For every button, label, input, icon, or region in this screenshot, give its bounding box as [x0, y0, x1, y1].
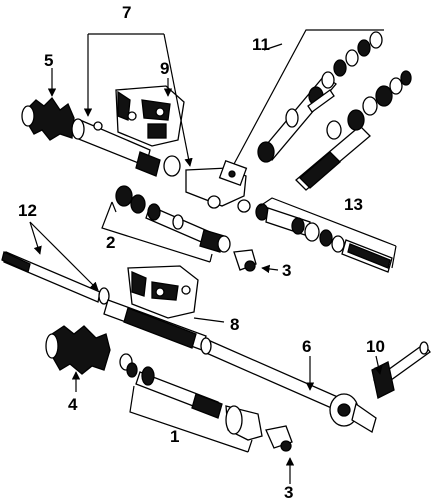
callout-5: 5 — [44, 51, 53, 70]
part-4-boot — [45, 325, 111, 375]
part-8-bracket — [127, 265, 225, 323]
part-3-fitting-upper — [233, 249, 257, 272]
callout-3-upper: 3 — [282, 261, 291, 280]
part-11-pinion-valve — [257, 31, 412, 191]
part-12-tie-rod — [1, 251, 110, 305]
part-5-boot — [21, 96, 75, 141]
leader-lines — [29, 29, 397, 484]
part-9-bracket — [115, 85, 185, 147]
callout-10: 10 — [366, 337, 385, 356]
callout-3-lower: 3 — [284, 483, 293, 500]
callout-7: 7 — [122, 3, 131, 22]
rack-shaft — [103, 299, 341, 411]
part-6-tie-rod-end — [329, 393, 377, 433]
callout-12: 12 — [18, 201, 37, 220]
part-7-gear-housing — [71, 118, 251, 213]
part-1-inner-tie-rod — [119, 353, 263, 441]
part-3-fitting-lower — [265, 425, 293, 452]
callout-11: 11 — [252, 35, 270, 54]
callout-8: 8 — [230, 315, 239, 334]
callout-4: 4 — [68, 395, 78, 414]
part-13-rack-seals — [255, 203, 393, 273]
callout-9: 9 — [160, 59, 169, 78]
callout-2: 2 — [106, 233, 115, 252]
callout-13: 13 — [344, 195, 363, 214]
part-2-shaft-parts — [115, 185, 231, 253]
callout-6: 6 — [302, 337, 311, 356]
callout-1: 1 — [170, 427, 179, 446]
